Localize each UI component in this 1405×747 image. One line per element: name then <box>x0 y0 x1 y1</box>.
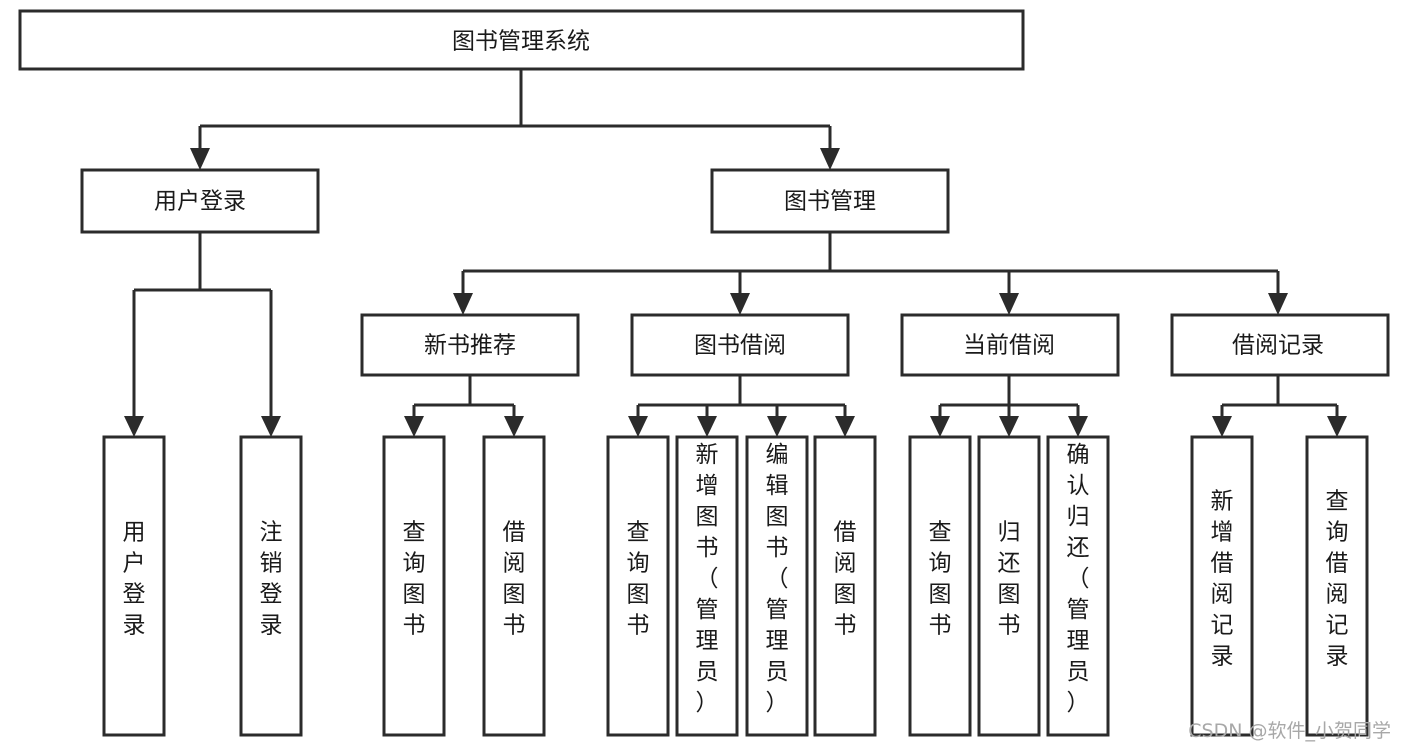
node-box <box>239 435 303 737</box>
node-box <box>630 313 850 377</box>
node-label: 归还图书 <box>998 520 1021 639</box>
node-label: 确认归还（管理员） <box>1067 442 1090 716</box>
node-box <box>382 435 446 737</box>
arrowhead-icon <box>767 416 787 437</box>
node-label: 借阅图书 <box>503 520 526 639</box>
node-label: 借阅记录 <box>1232 333 1324 359</box>
arrowhead-icon <box>453 293 473 315</box>
node-label: 编辑图书（管理员） <box>766 442 789 716</box>
node-leaf-borrow-query[interactable]: 查询图书 <box>606 435 670 737</box>
node-label: 图书管理 <box>784 189 876 215</box>
arrowhead-icon <box>999 416 1019 437</box>
node-label: 图书借阅 <box>694 333 786 359</box>
node-book-borrow[interactable]: 图书借阅 <box>630 313 850 377</box>
node-label: 查询图书 <box>929 520 952 639</box>
node-box <box>360 313 580 377</box>
node-label: 新书推荐 <box>424 333 516 359</box>
arrowhead-icon <box>1327 416 1347 437</box>
connector-group <box>132 69 1339 418</box>
arrowhead-icon <box>190 148 210 170</box>
arrowhead-icon <box>1268 293 1288 315</box>
arrowhead-icon <box>261 416 281 437</box>
node-box <box>80 168 320 234</box>
node-leaf-newbook-query[interactable]: 查询图书 <box>382 435 446 737</box>
node-box <box>908 435 972 737</box>
node-label: 借阅图书 <box>834 520 857 639</box>
arrowhead-icon <box>930 416 950 437</box>
node-leaf-borrow-add-book[interactable]: 新增图书（管理员） <box>675 435 739 737</box>
node-leaf-current-confirm-return[interactable]: 确认归还（管理员） <box>1046 435 1110 737</box>
node-leaf-current-return[interactable]: 归还图书 <box>977 435 1041 737</box>
arrowhead-icon <box>404 416 424 437</box>
arrowhead-icon <box>628 416 648 437</box>
node-current-borrow[interactable]: 当前借阅 <box>900 313 1120 377</box>
node-new-book-recommend[interactable]: 新书推荐 <box>360 313 580 377</box>
node-box <box>1190 435 1254 737</box>
node-user-login[interactable]: 用户登录 <box>80 168 320 234</box>
arrowhead-group <box>124 148 1347 437</box>
node-box <box>745 435 809 737</box>
node-box <box>710 168 950 234</box>
node-leaf-borrow-edit-book[interactable]: 编辑图书（管理员） <box>745 435 809 737</box>
node-leaf-user-login-logout[interactable]: 注销登录 <box>239 435 303 737</box>
node-box <box>1305 435 1369 737</box>
node-box <box>900 313 1120 377</box>
node-leaf-current-query[interactable]: 查询图书 <box>908 435 972 737</box>
node-box <box>675 435 739 737</box>
node-leaf-borrow-borrow-book[interactable]: 借阅图书 <box>813 435 877 737</box>
node-label: 图书管理系统 <box>452 29 590 55</box>
node-leaf-newbook-borrow[interactable]: 借阅图书 <box>482 435 546 737</box>
node-root-system[interactable]: 图书管理系统 <box>18 9 1025 71</box>
arrowhead-icon <box>697 416 717 437</box>
arrowhead-icon <box>835 416 855 437</box>
node-label: 新增借阅记录 <box>1211 489 1234 670</box>
node-label: 查询图书 <box>403 520 426 639</box>
node-label: 注销登录 <box>260 520 283 639</box>
arrowhead-icon <box>999 293 1019 315</box>
node-borrow-record[interactable]: 借阅记录 <box>1170 313 1390 377</box>
node-leaf-record-query[interactable]: 查询借阅记录 <box>1305 435 1369 737</box>
arrowhead-icon <box>504 416 524 437</box>
arrowhead-icon <box>820 148 840 170</box>
arrowhead-icon <box>730 293 750 315</box>
node-label: 用户登录 <box>123 520 146 639</box>
node-label: 新增图书（管理员） <box>696 442 719 716</box>
node-leaf-record-add[interactable]: 新增借阅记录 <box>1190 435 1254 737</box>
node-box <box>102 435 166 737</box>
arrowhead-icon <box>1212 416 1232 437</box>
node-label: 查询借阅记录 <box>1326 489 1349 670</box>
node-label: 当前借阅 <box>963 333 1055 359</box>
node-leaf-user-login-login[interactable]: 用户登录 <box>102 435 166 737</box>
node-box <box>1170 313 1390 377</box>
node-book-management[interactable]: 图书管理 <box>710 168 950 234</box>
node-box <box>482 435 546 737</box>
arrowhead-icon <box>1068 416 1088 437</box>
node-label: 查询图书 <box>627 520 650 639</box>
node-box <box>977 435 1041 737</box>
node-box <box>606 435 670 737</box>
node-box <box>1046 435 1110 737</box>
node-box <box>813 435 877 737</box>
node-label: 用户登录 <box>154 189 246 215</box>
node-box <box>18 9 1025 71</box>
arrowhead-icon <box>124 416 144 437</box>
